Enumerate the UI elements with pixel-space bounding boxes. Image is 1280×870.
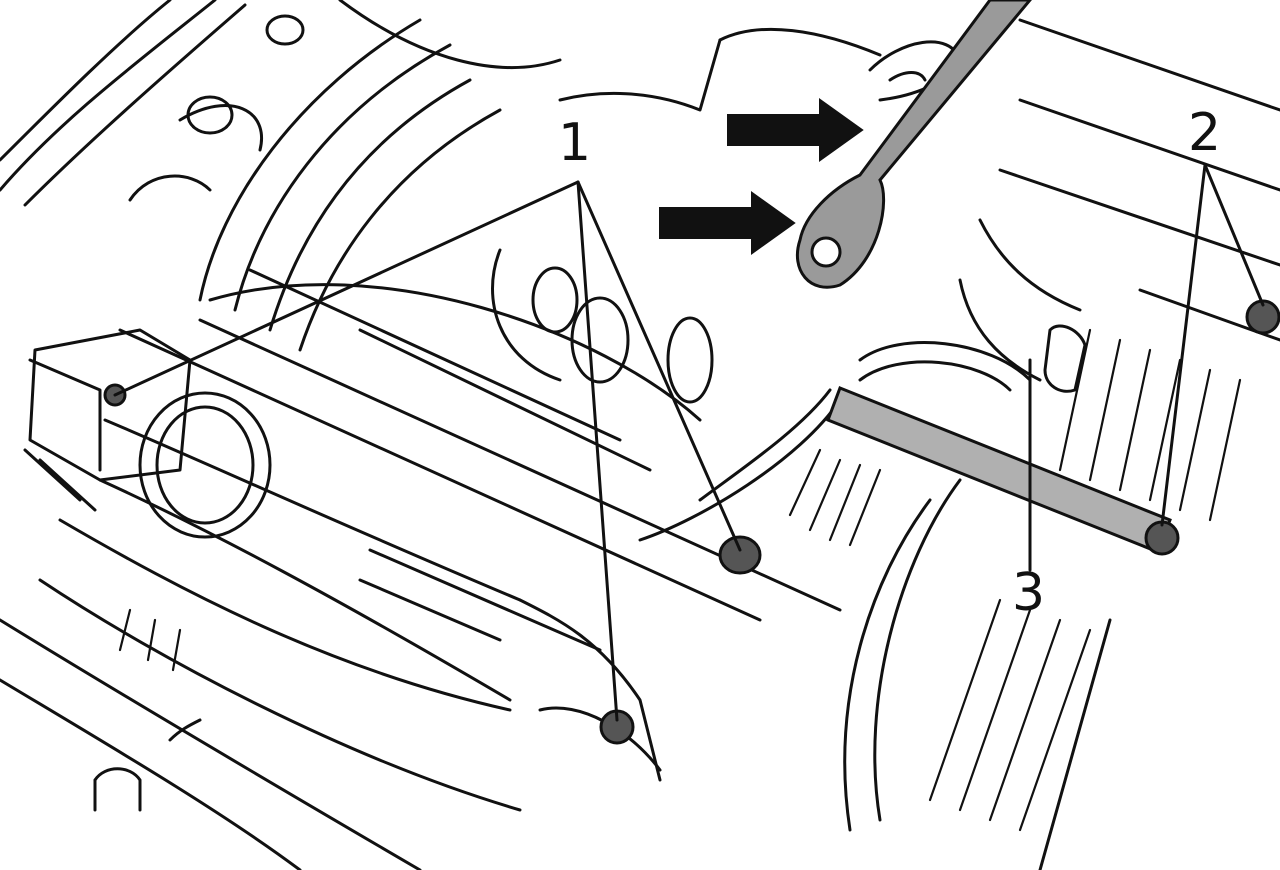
bolt-center bbox=[718, 535, 762, 575]
bar-bolt bbox=[1144, 520, 1180, 556]
callout-3: 3 bbox=[1012, 563, 1045, 623]
leader-1-lower bbox=[576, 180, 619, 722]
leader-1-center bbox=[576, 180, 742, 552]
hood-support-rod bbox=[795, 0, 1032, 289]
hood-rod-bar bbox=[795, 0, 1032, 289]
leader-2-right bbox=[1203, 163, 1265, 307]
callout-1: 1 bbox=[558, 113, 591, 173]
arrow-right-icon bbox=[659, 191, 796, 255]
leader-1-left bbox=[113, 180, 580, 397]
callout-2: 2 bbox=[1188, 103, 1221, 163]
arrow-right-icon bbox=[727, 98, 864, 162]
pointer-arrows bbox=[659, 98, 864, 255]
leader-2-bar bbox=[1160, 163, 1207, 527]
bolt-right bbox=[1245, 299, 1280, 335]
fasteners bbox=[103, 299, 1280, 745]
leader-lines bbox=[113, 163, 1265, 722]
component-bar-3 bbox=[826, 386, 1180, 556]
callout-labels: 1 2 3 bbox=[558, 103, 1221, 623]
hood-rod-eye bbox=[810, 236, 842, 268]
